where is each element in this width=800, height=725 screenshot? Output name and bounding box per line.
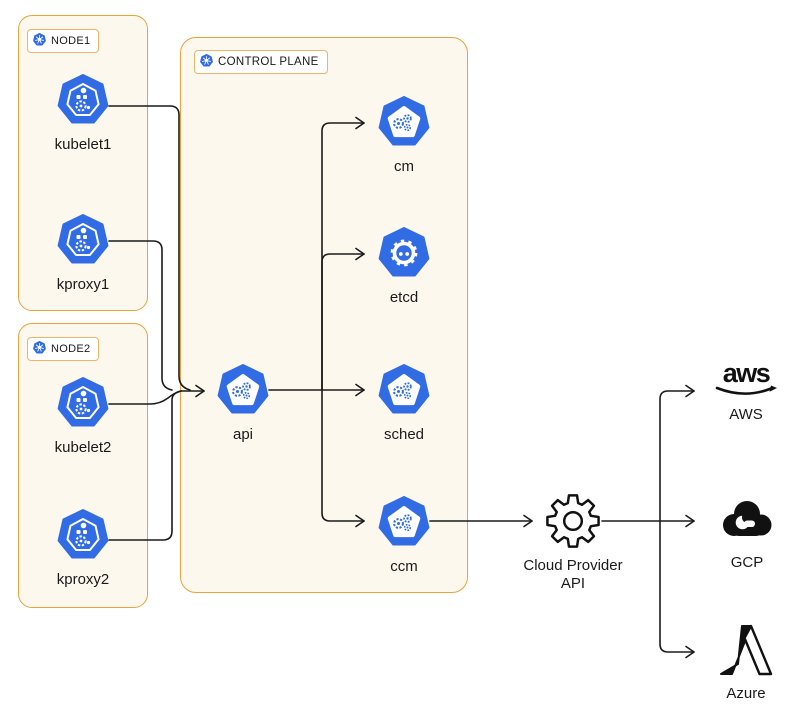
node1-label-pill: NODE1 — [27, 29, 100, 53]
group-box-node2 — [18, 323, 148, 608]
kubelet-icon — [57, 377, 109, 434]
edge-api-cm — [321, 116, 365, 391]
etcd-node: etcd — [356, 227, 452, 306]
sched-node: sched — [356, 364, 452, 443]
gear-icon — [544, 492, 602, 555]
edge-cloudapi-aws — [659, 384, 695, 522]
cloud-provider-api-node: Cloud Provider API — [517, 492, 629, 593]
cloud-provider-api-label-line2: API — [560, 575, 586, 593]
kubelet2-node: kubelet2 — [35, 377, 131, 456]
node2-label-pill: NODE2 — [27, 337, 100, 361]
cloud-controller-manager-icon — [378, 496, 430, 553]
kproxy1-label: kproxy1 — [56, 276, 110, 293]
kubelet1-label: kubelet1 — [54, 136, 112, 153]
kproxy2-label: kproxy2 — [56, 571, 110, 588]
edge-cloudapi-azure — [659, 520, 695, 659]
azure-label: Azure — [726, 685, 766, 702]
cloud-provider-api-label-line1: Cloud Provider — [523, 557, 623, 574]
ccm-node: ccm — [356, 496, 452, 575]
cm-node: cm — [356, 96, 452, 175]
scheduler-icon — [378, 364, 430, 421]
edge-api-etcd — [321, 247, 365, 391]
etcd-icon — [378, 227, 430, 284]
kproxy2-node: kproxy2 — [35, 509, 131, 588]
edge-kproxy2-api — [108, 390, 182, 541]
gcp-label: GCP — [730, 554, 764, 571]
aws-node: aws AWS — [696, 360, 796, 423]
gcp-node: GCP — [697, 498, 797, 571]
kubernetes-icon — [33, 341, 46, 357]
aws-label: AWS — [729, 406, 763, 423]
ccm-label: ccm — [390, 558, 418, 575]
control-plane-label-pill: CONTROL PLANE — [194, 50, 328, 74]
cm-label: cm — [394, 158, 414, 175]
kubernetes-icon — [33, 33, 46, 49]
node2-label: NODE2 — [51, 343, 91, 355]
control-plane-label: CONTROL PLANE — [218, 56, 319, 68]
kubelet-icon — [57, 74, 109, 131]
kproxy1-node: kproxy1 — [35, 214, 131, 293]
aws-smile-arrow-icon — [715, 385, 777, 395]
azure-logo-icon — [718, 624, 774, 681]
kubelet1-node: kubelet1 — [35, 74, 131, 153]
gcp-cloud-icon — [718, 498, 776, 545]
api-label: api — [232, 426, 254, 443]
azure-node: Azure — [696, 624, 796, 702]
kube-proxy-icon — [57, 509, 109, 566]
kubernetes-icon — [200, 54, 213, 70]
aws-logo: aws — [722, 358, 771, 388]
edge-kproxy1-api — [108, 240, 173, 391]
edge-api-ccm — [321, 389, 365, 528]
edge-kubelet1-api — [108, 105, 191, 391]
api-node: api — [195, 364, 291, 443]
api-server-icon — [217, 364, 269, 421]
controller-manager-icon — [378, 96, 430, 153]
etcd-label: etcd — [389, 289, 419, 306]
sched-label: sched — [383, 426, 425, 443]
kube-proxy-icon — [57, 214, 109, 271]
node1-label: NODE1 — [51, 35, 91, 47]
kubelet2-label: kubelet2 — [54, 439, 112, 456]
